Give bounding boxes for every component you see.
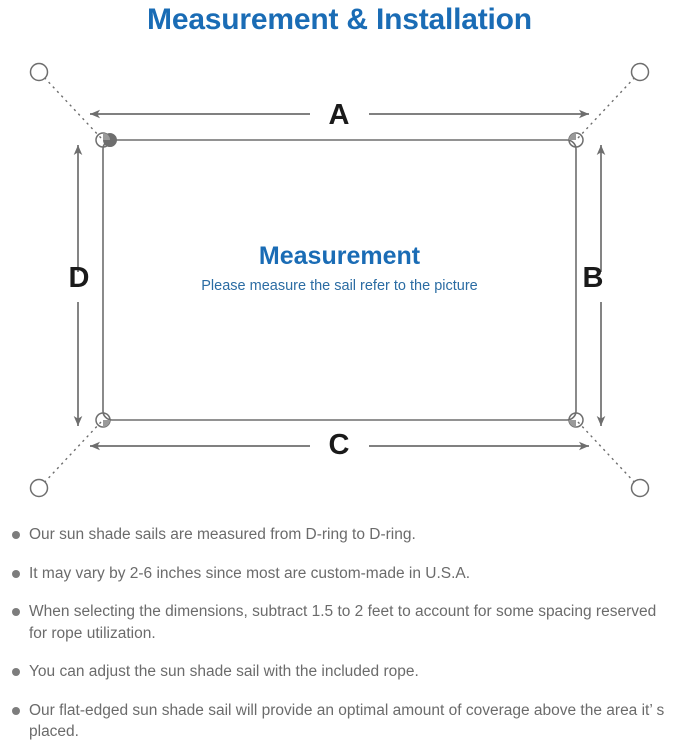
bullet-icon [12, 668, 20, 676]
list-item: Our sun shade sails are measured from D-… [0, 524, 679, 546]
note-text: When selecting the dimensions, subtract … [29, 603, 657, 642]
list-item: Our flat-edged sun shade sail will provi… [0, 700, 679, 743]
page-title: Measurement & Installation [147, 3, 532, 36]
bullet-icon [12, 569, 20, 578]
list-item: You can adjust the sun shade sail with t… [0, 661, 679, 683]
diagram-svg [29, 62, 650, 498]
dimension-label-a: A [328, 99, 350, 131]
list-item: It may vary by 2-6 inches since most are… [0, 563, 679, 585]
note-text: Our flat-edged sun shade sail will provi… [29, 701, 665, 741]
list-item: When selecting the dimensions, subtract … [0, 601, 679, 644]
measurement-diagram: Measurement Please measure the sail refe… [0, 44, 679, 514]
anchor-point-top-right [630, 62, 650, 82]
rope-line-bottom-left [41, 421, 102, 486]
bullet-icon [12, 706, 20, 715]
d-ring-top-right [568, 132, 584, 148]
sail-rectangle [102, 139, 577, 421]
note-text: You can adjust the sun shade sail with t… [29, 663, 419, 680]
rope-line-top-right [577, 74, 638, 139]
notes-list: Our sun shade sails are measured from D-… [0, 524, 679, 743]
d-ring-bottom-left [95, 412, 111, 428]
anchor-point-bottom-left [29, 478, 49, 498]
bullet-icon [12, 608, 20, 616]
d-ring-bottom-right [568, 412, 584, 428]
bullet-icon [12, 531, 20, 539]
note-text: It may vary by 2-6 inches since most are… [29, 564, 471, 582]
dimension-label-c: C [328, 429, 350, 461]
anchor-point-top-left [29, 62, 49, 82]
d-ring-top-left [95, 132, 118, 148]
rope-line-top-left [41, 74, 102, 139]
anchor-point-bottom-right [630, 478, 650, 498]
dimension-label-b: B [582, 262, 604, 294]
dimension-label-d: D [68, 262, 90, 294]
note-text: Our sun shade sails are measured from D-… [29, 526, 416, 543]
rope-line-bottom-right [577, 421, 638, 486]
